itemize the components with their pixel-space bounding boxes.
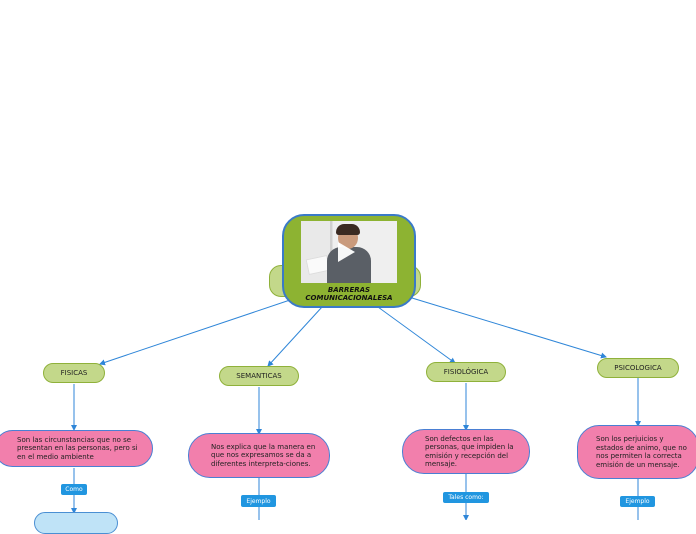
connector-ejemplo-psicologica[interactable]: Ejemplo <box>620 496 655 507</box>
desc-semanticas[interactable]: Nos explica que la manera en que nos exp… <box>188 433 330 478</box>
link-central-semanticas <box>267 306 323 367</box>
connector-ejemplo-semanticas[interactable]: Ejemplo <box>241 495 276 507</box>
connector-lines <box>71 297 641 520</box>
node-psicologica[interactable]: PSICOLOGICA <box>597 358 679 378</box>
desc-fisicas[interactable]: Son las circunstancias que no se present… <box>0 430 153 467</box>
node-semanticas[interactable]: SEMANTICAS <box>219 366 299 386</box>
desc-psicologica[interactable]: Son los perjuicios y estados de animo, q… <box>577 425 696 479</box>
central-title: BARRERAS COMUNICACIONALESA <box>305 286 393 302</box>
stressed-man-photo[interactable] <box>301 221 397 283</box>
node-fisiologica[interactable]: FISIOLÓGICA <box>426 362 506 382</box>
node-fisicas[interactable]: FISICAS <box>43 363 105 383</box>
central-node[interactable]: BARRERAS COMUNICACIONALESA <box>282 214 416 308</box>
play-icon[interactable] <box>338 242 355 262</box>
desc-fisiologica[interactable]: Son defectos en las personas, que impide… <box>402 429 530 474</box>
connector-tales-como[interactable]: Tales como: <box>443 492 489 503</box>
link-central-psicologica <box>411 297 607 359</box>
partial-example-node[interactable] <box>34 512 118 534</box>
connector-como[interactable]: Como <box>61 484 87 495</box>
link-central-fisicas <box>99 299 291 366</box>
link-central-fisiologica <box>377 306 456 364</box>
